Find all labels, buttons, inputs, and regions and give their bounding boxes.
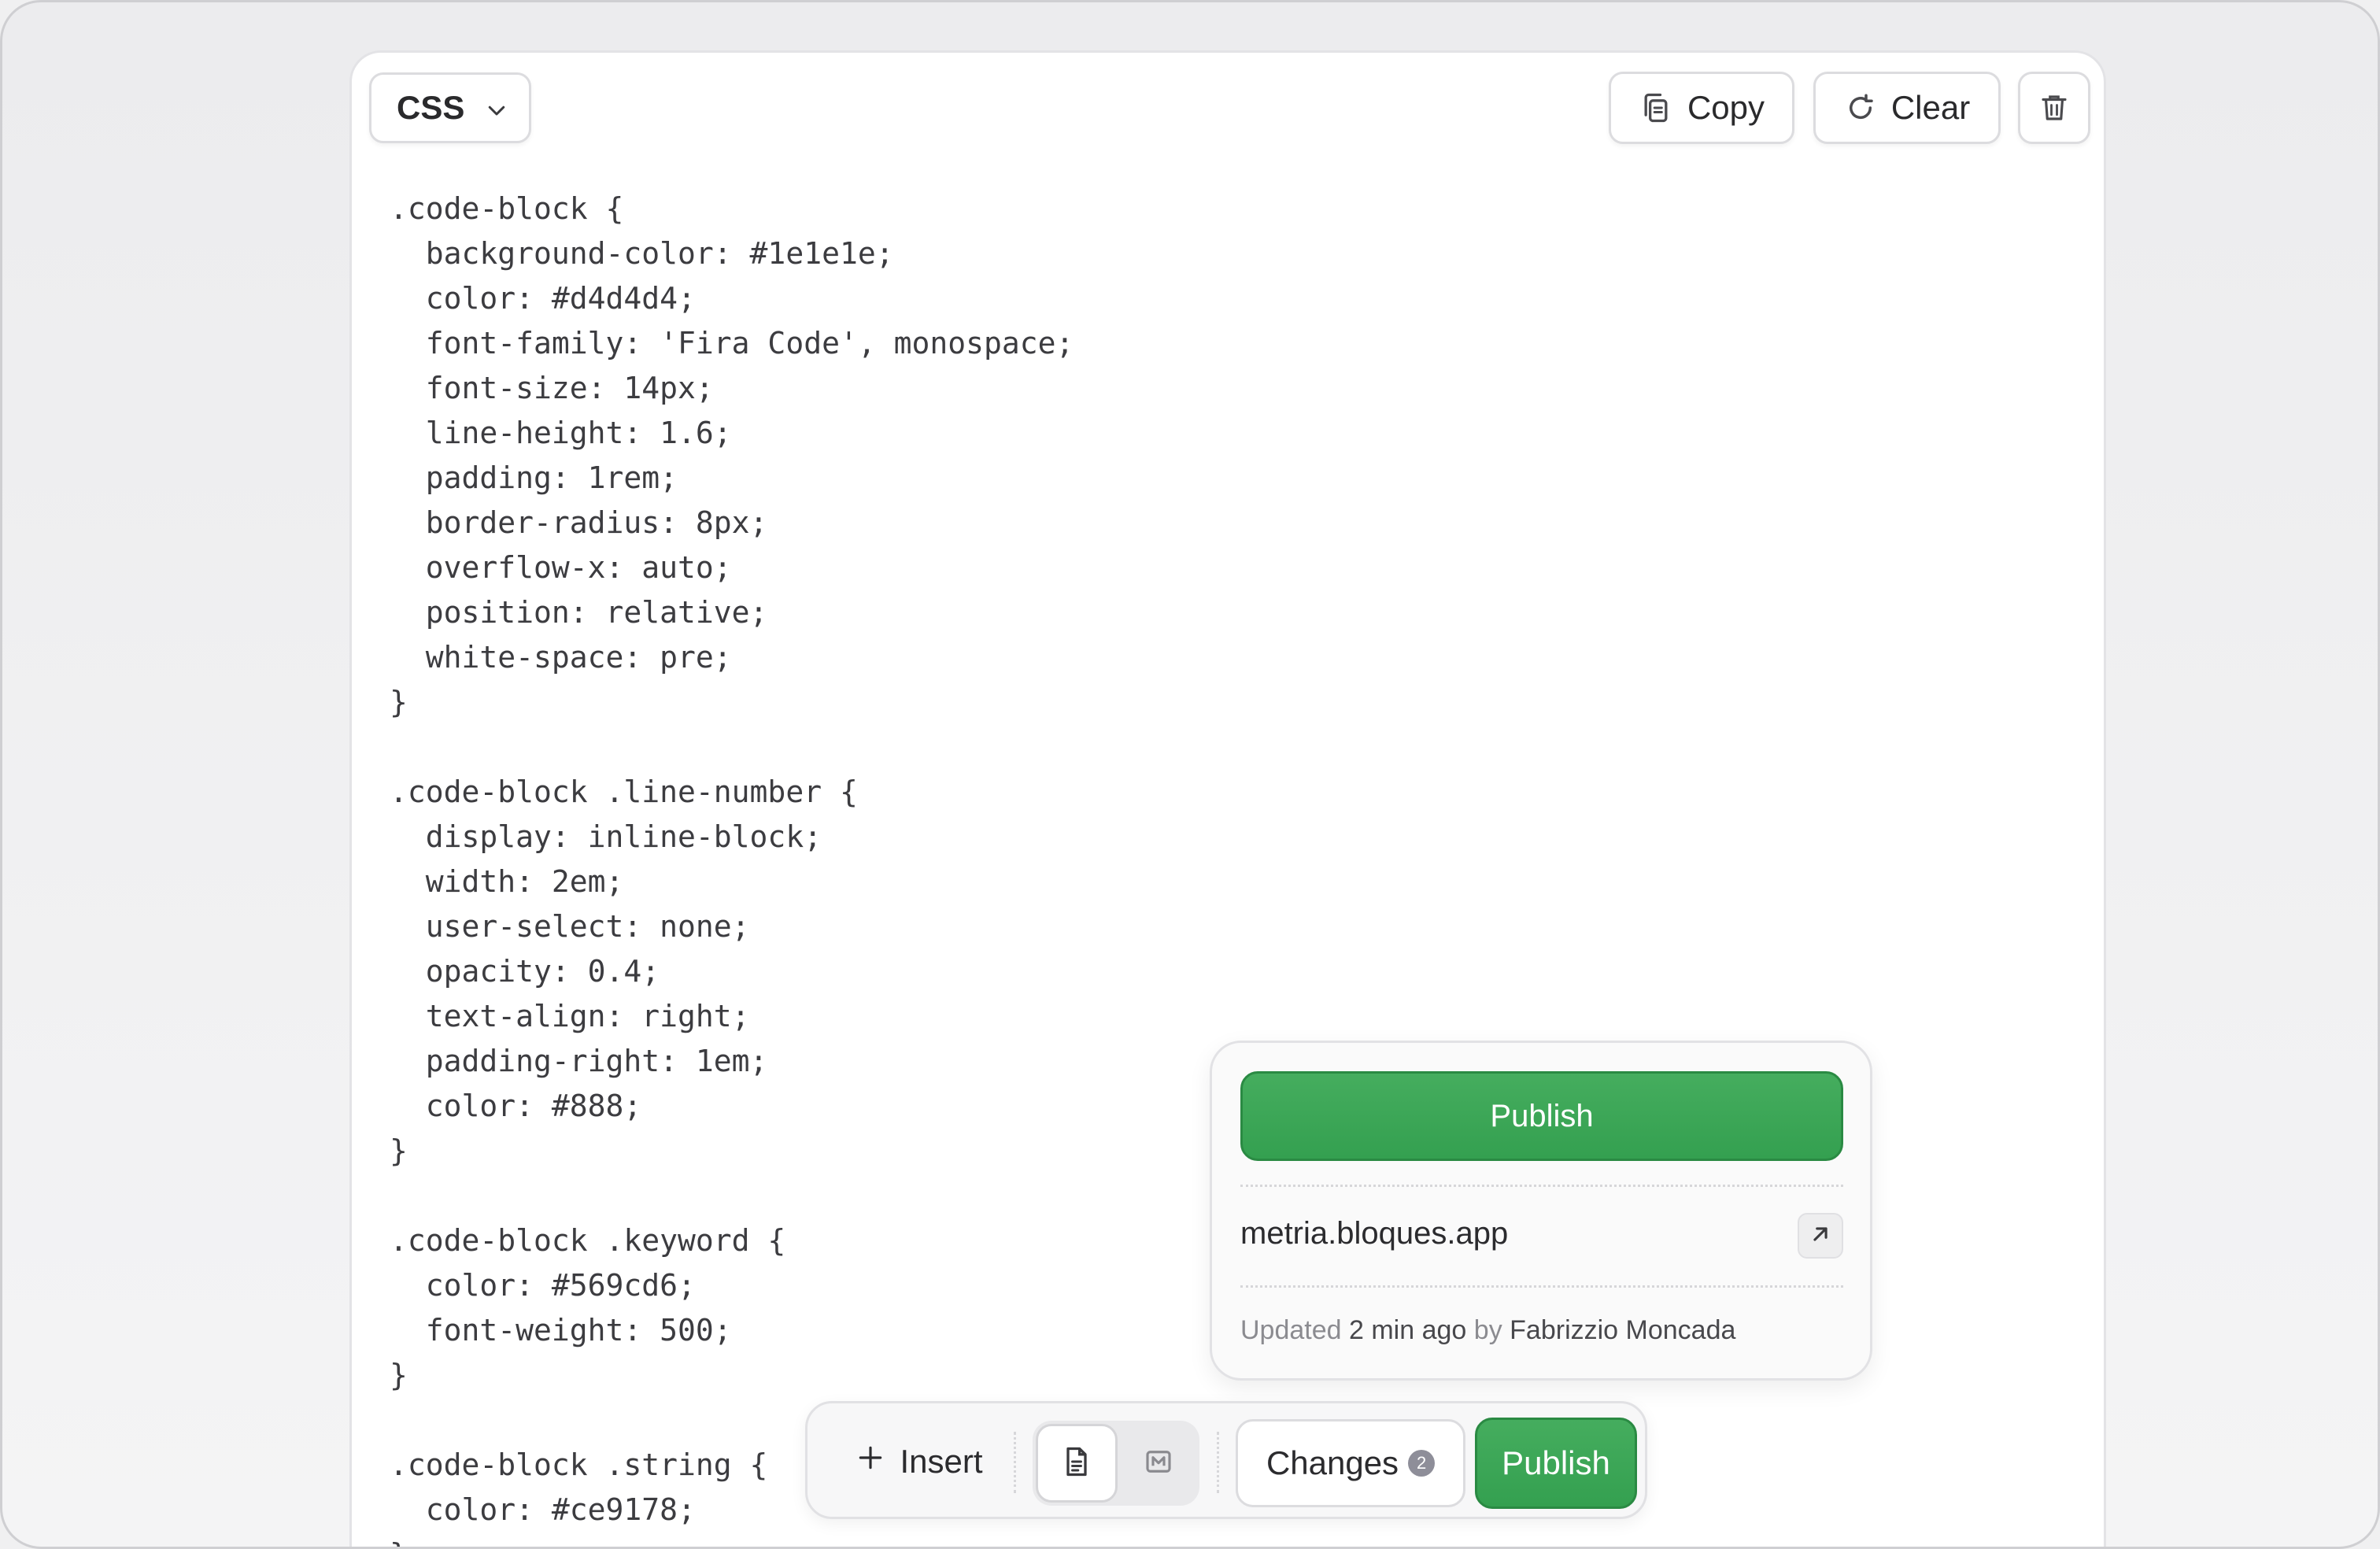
code-line: } bbox=[390, 1532, 2042, 1547]
delete-button[interactable] bbox=[2018, 72, 2090, 144]
arrow-up-right-icon bbox=[1807, 1221, 1834, 1251]
updated-prefix: Updated bbox=[1240, 1315, 1342, 1345]
chevron-down-icon bbox=[485, 98, 508, 122]
toolbar-separator bbox=[1217, 1432, 1219, 1493]
code-line: .code-block { bbox=[390, 191, 624, 226]
code-line: padding: 1rem; bbox=[390, 460, 678, 495]
popover-publish-button[interactable]: Publish bbox=[1240, 1071, 1843, 1161]
changes-count-badge: 2 bbox=[1408, 1450, 1436, 1477]
code-line: } bbox=[390, 1358, 408, 1392]
copy-button-label: Copy bbox=[1687, 89, 1765, 126]
changes-button-label: Changes bbox=[1266, 1444, 1399, 1481]
clear-button-label: Clear bbox=[1890, 89, 1971, 126]
code-line: .code-block .line-number { bbox=[390, 774, 858, 809]
code-line: border-radius: 8px; bbox=[390, 505, 768, 540]
code-line: color: #888; bbox=[390, 1089, 642, 1123]
document-view-button[interactable] bbox=[1036, 1424, 1118, 1503]
code-line: .code-block .keyword { bbox=[390, 1223, 786, 1258]
code-line: color: #569cd6; bbox=[390, 1268, 696, 1303]
changes-button[interactable]: Changes 2 bbox=[1236, 1419, 1465, 1507]
update-info: Updated 2 min ago by Fabrizzio Moncada bbox=[1240, 1315, 1735, 1346]
code-line: font-family: 'Fira Code', monospace; bbox=[390, 326, 1074, 360]
refresh-icon bbox=[1844, 91, 1877, 124]
code-line: user-select: none; bbox=[390, 909, 750, 944]
code-line: } bbox=[390, 685, 408, 719]
divider bbox=[1240, 1185, 1843, 1187]
code-line: text-align: right; bbox=[390, 999, 750, 1033]
markdown-icon bbox=[1142, 1445, 1175, 1482]
language-select[interactable]: CSS bbox=[369, 72, 531, 143]
publish-popover: Publish metria.bloques.app Updated 2 min… bbox=[1210, 1041, 1872, 1381]
code-line: } bbox=[390, 1133, 408, 1168]
code-line: white-space: pre; bbox=[390, 640, 732, 675]
updated-time: 2 min ago bbox=[1349, 1315, 1467, 1345]
copy-icon bbox=[1639, 91, 1673, 125]
view-mode-toggle bbox=[1033, 1421, 1199, 1506]
updated-by-word: by bbox=[1473, 1315, 1502, 1345]
site-domain: metria.bloques.app bbox=[1240, 1216, 1509, 1251]
markdown-view-button[interactable] bbox=[1121, 1424, 1196, 1503]
document-icon bbox=[1059, 1444, 1094, 1483]
code-line: .code-block .string { bbox=[390, 1447, 768, 1482]
code-line: opacity: 0.4; bbox=[390, 954, 660, 989]
code-line: line-height: 1.6; bbox=[390, 416, 732, 450]
code-line: position: relative; bbox=[390, 595, 768, 630]
divider bbox=[1240, 1285, 1843, 1288]
code-line: color: #ce9178; bbox=[390, 1492, 696, 1527]
toolbar-separator bbox=[1014, 1432, 1016, 1493]
code-line: padding-right: 1em; bbox=[390, 1044, 768, 1078]
plus-icon bbox=[856, 1443, 885, 1481]
clear-button[interactable]: Clear bbox=[1813, 72, 2001, 144]
code-line: font-weight: 500; bbox=[390, 1313, 732, 1348]
code-line: overflow-x: auto; bbox=[390, 550, 732, 585]
open-site-button[interactable] bbox=[1798, 1213, 1843, 1259]
trash-icon bbox=[2038, 91, 2071, 124]
language-select-value: CSS bbox=[397, 89, 465, 126]
publish-button[interactable]: Publish bbox=[1475, 1418, 1637, 1509]
code-content[interactable]: .code-block { background-color: #1e1e1e;… bbox=[390, 187, 2042, 1547]
code-line bbox=[390, 725, 2042, 770]
copy-button[interactable]: Copy bbox=[1609, 72, 1794, 144]
code-line: font-size: 14px; bbox=[390, 371, 714, 405]
code-line: background-color: #1e1e1e; bbox=[390, 236, 894, 271]
code-line: width: 2em; bbox=[390, 864, 624, 899]
updated-author: Fabrizzio Moncada bbox=[1510, 1315, 1736, 1345]
code-line: color: #d4d4d4; bbox=[390, 281, 696, 316]
insert-button-label: Insert bbox=[900, 1443, 983, 1480]
insert-button[interactable]: Insert bbox=[828, 1421, 1011, 1503]
code-line: display: inline-block; bbox=[390, 819, 822, 854]
bottom-toolbar: Insert Changes 2 Publish bbox=[805, 1401, 1647, 1519]
